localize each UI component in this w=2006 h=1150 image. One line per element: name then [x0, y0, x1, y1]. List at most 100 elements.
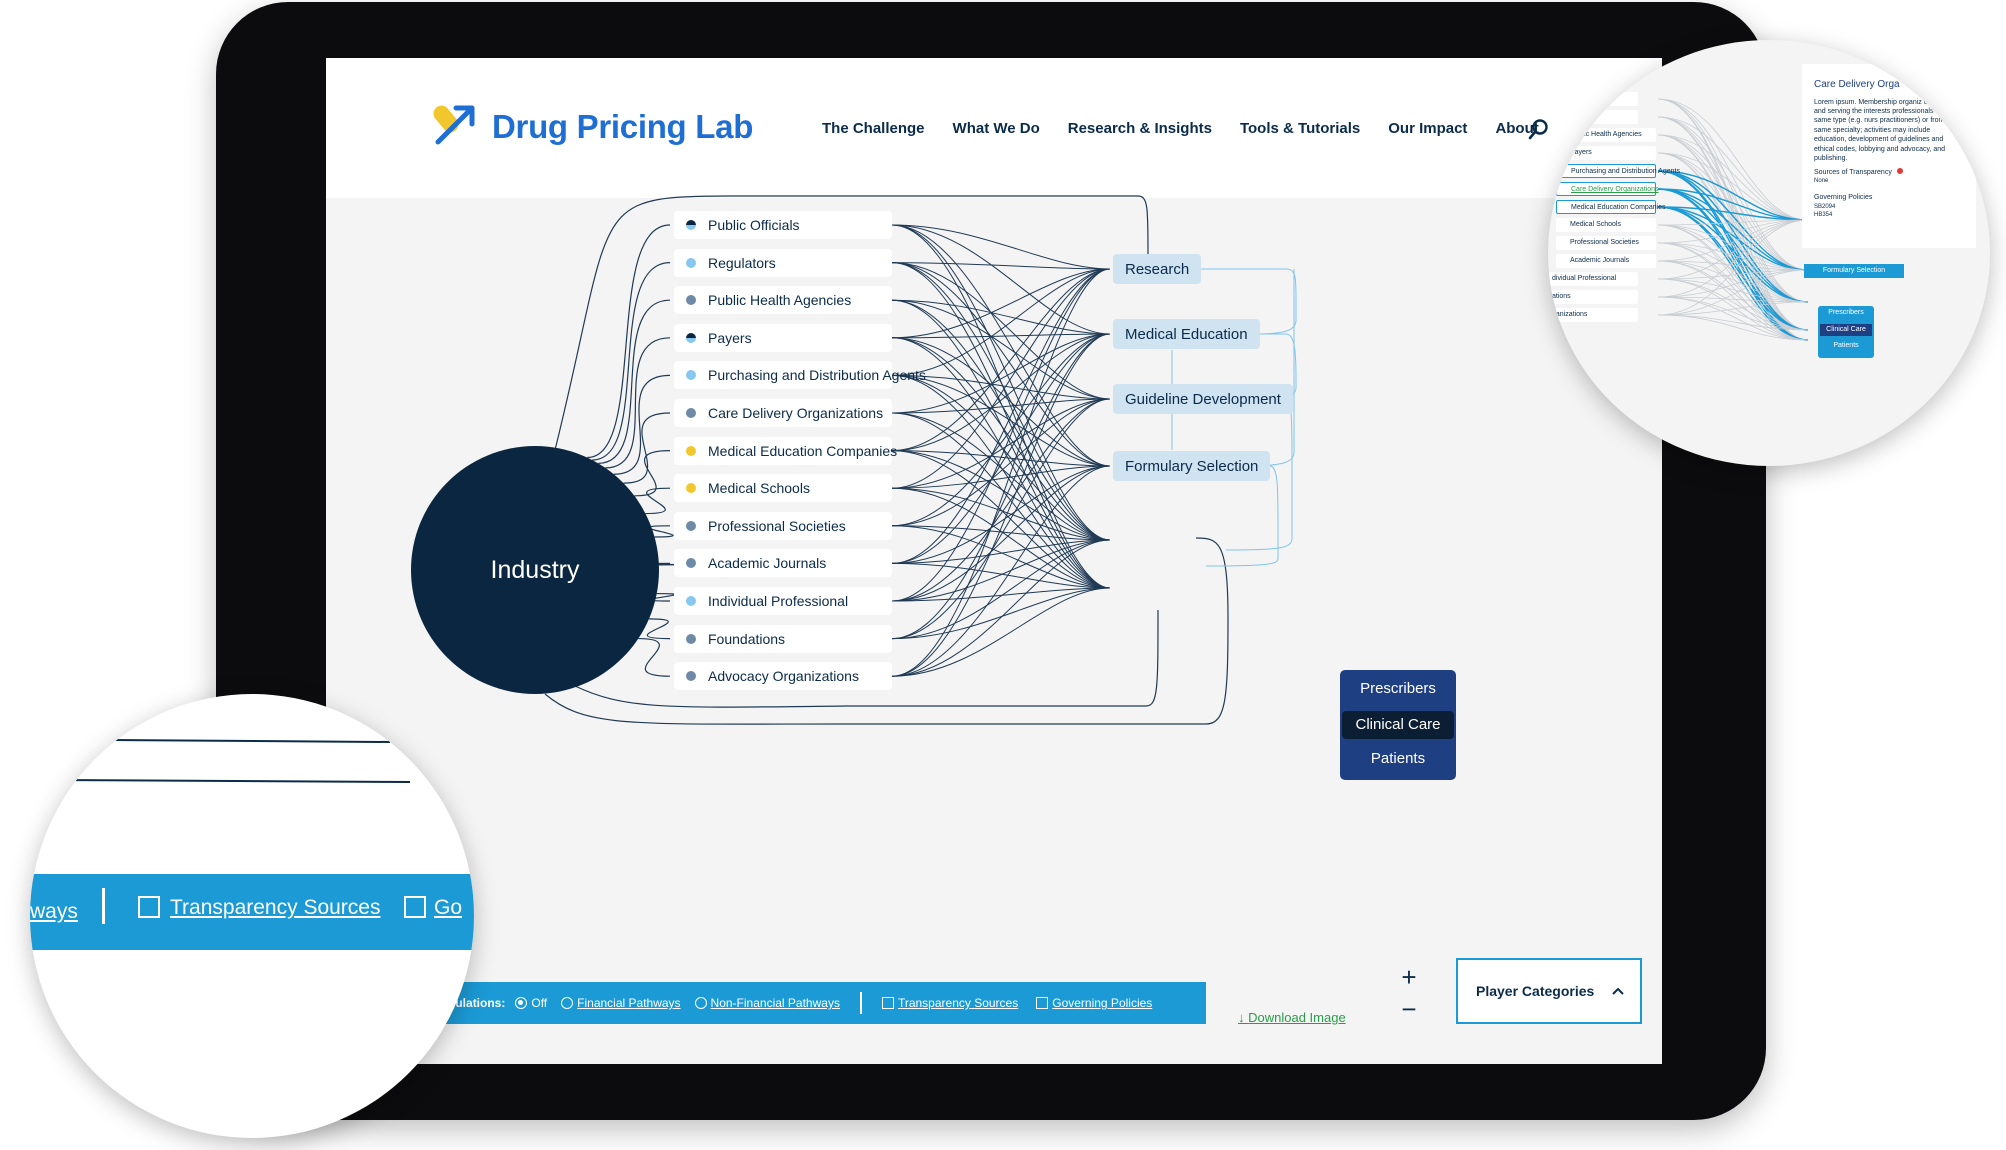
player-to-target-line: [891, 224, 1111, 335]
magnified-player-node[interactable]: Payers: [1556, 146, 1656, 160]
card-sources-value: None: [1814, 178, 1829, 184]
player-to-target-line: [891, 374, 1111, 541]
magnified-player-node[interactable]: gulators: [1548, 110, 1638, 124]
target-node[interactable]: Guideline Development: [1113, 384, 1293, 414]
player-node[interactable]: Medical Education Companies: [674, 436, 897, 465]
magnified-line: [1657, 224, 1809, 271]
player-to-target-line: [891, 268, 1111, 376]
category-dot-icon: [686, 558, 696, 569]
player-label: Purchasing and Distribution Agents: [708, 367, 926, 384]
logo-icon[interactable]: [432, 102, 478, 148]
target-node[interactable]: Research: [1113, 254, 1202, 284]
category-dot-icon: [686, 483, 696, 494]
industry-to-player-line: [592, 262, 671, 461]
nav-research-insights[interactable]: Research & Insights: [1067, 120, 1212, 137]
magnified-formulary[interactable]: Formulary Selection: [1804, 264, 1904, 278]
industry-to-player-line: [634, 450, 671, 497]
player-to-target-line: [891, 539, 1111, 640]
player-node[interactable]: Payers: [674, 323, 892, 352]
magnified-player-node[interactable]: Medical Schools: [1556, 218, 1656, 232]
governing-option[interactable]: Governing Policies: [1036, 996, 1152, 1010]
magnified-line: [1657, 224, 1809, 341]
category-dot-icon: [686, 257, 696, 268]
industry-to-research-line: [554, 195, 1149, 451]
magnified-line: [1657, 260, 1809, 303]
magnified-line: [1657, 134, 1809, 271]
radio-on-icon: [515, 997, 528, 1009]
player-label: Medical Education Companies: [708, 442, 898, 459]
player-to-target-line: [891, 268, 1111, 602]
magnified-player-node[interactable]: ations: [1548, 290, 1638, 304]
industry-to-prescribers-line: [544, 537, 1229, 725]
card-sources-label: Sources of Transparency: [1814, 168, 1892, 176]
industry-to-player-line: [638, 637, 671, 677]
magnified-player-node[interactable]: dividual Professional: [1548, 272, 1638, 286]
target-node[interactable]: Medical Education: [1113, 319, 1260, 349]
player-categories-button[interactable]: Player Categories: [1456, 958, 1642, 1024]
brand-name[interactable]: Drug Pricing Lab: [492, 108, 754, 145]
zoom-in-button[interactable]: +: [1401, 961, 1417, 992]
player-node[interactable]: Care Delivery Organizations: [674, 399, 892, 427]
magnifier-left: ways Transparency Sources Go: [30, 694, 474, 1138]
magnified-player-node[interactable]: Professional Societies: [1556, 236, 1656, 250]
magnified-ways-fragment[interactable]: ways: [30, 900, 78, 923]
magnified-player-node[interactable]: Purchasing and Distribution Agents: [1556, 164, 1680, 178]
magnified-line: [1657, 269, 1809, 280]
nav-our-impact[interactable]: Our Impact: [1388, 120, 1468, 137]
magnified-line: [1657, 314, 1809, 341]
card-policy[interactable]: SB2094: [1814, 203, 1836, 210]
radio-icon: [694, 997, 707, 1009]
clinical-care-box[interactable]: Prescribers Clinical Care Patients: [1340, 670, 1456, 780]
magnified-line: [1657, 260, 1809, 341]
player-node[interactable]: Individual Professional: [674, 587, 892, 615]
magnified-checkbox-icon[interactable]: [404, 896, 426, 918]
category-dot-icon: [686, 671, 696, 682]
industry-node[interactable]: Industry: [411, 446, 659, 694]
magnified-player-node[interactable]: Medical Education Companies: [1556, 200, 1666, 214]
magnified-checkbox-icon[interactable]: [138, 896, 160, 918]
player-to-target-line: [891, 398, 1111, 414]
financial-option[interactable]: Financial Pathways: [561, 996, 681, 1010]
player-label: Regulators: [708, 254, 776, 271]
player-node[interactable]: Academic Journals: [674, 549, 892, 578]
player-node[interactable]: Foundations: [674, 624, 892, 653]
magnified-care-box[interactable]: Prescribers Clinical Care Patients: [1818, 306, 1874, 358]
magnified-governing-fragment[interactable]: Go: [434, 896, 463, 919]
transparency-option[interactable]: Transparency Sources: [881, 996, 1018, 1010]
player-categories-label: Player Categories: [1476, 983, 1595, 999]
magnified-toolbar: ways Transparency Sources Go: [30, 874, 474, 950]
nav-the-challenge[interactable]: The Challenge: [822, 120, 925, 137]
search-icon[interactable]: [1528, 118, 1550, 140]
magnified-transparency-label[interactable]: Transparency Sources: [170, 896, 381, 919]
category-dot-icon: [686, 445, 696, 456]
zoom-out-button[interactable]: −: [1401, 993, 1417, 1024]
player-to-target-line: [891, 398, 1111, 489]
target-node[interactable]: Formulary Selection: [1113, 451, 1271, 481]
clinical-care-label[interactable]: Clinical Care: [1342, 711, 1454, 739]
player-to-target-line: [891, 268, 1111, 564]
download-image-link[interactable]: ↓ Download Image: [1238, 1010, 1346, 1025]
player-node[interactable]: Professional Societies: [674, 511, 892, 540]
magnified-player-node[interactable]: Care Delivery Organizations: [1556, 182, 1659, 196]
player-node[interactable]: Regulators: [674, 248, 892, 277]
magnified-player-node[interactable]: Public Health Agencies: [1556, 128, 1656, 142]
player-node[interactable]: Public Health Agencies: [674, 286, 892, 315]
magnified-player-node[interactable]: Academic Journals: [1556, 254, 1656, 268]
nav-about[interactable]: About: [1495, 120, 1539, 137]
nav-tools-tutorials[interactable]: Tools & Tutorials: [1239, 120, 1361, 137]
industry-label: Industry: [490, 555, 580, 584]
prescribers-label[interactable]: Prescribers: [1360, 680, 1436, 697]
magnified-player-node[interactable]: ganizations: [1548, 308, 1638, 322]
player-node[interactable]: Advocacy Organizations: [674, 662, 892, 691]
player-node[interactable]: Public Officials: [674, 211, 892, 239]
player-node[interactable]: Purchasing and Distribution Agents: [674, 361, 926, 390]
off-option[interactable]: Off: [515, 996, 547, 1010]
patients-label[interactable]: Patients: [1370, 750, 1426, 767]
card-policy[interactable]: HB354: [1814, 211, 1833, 218]
magnified-player-node[interactable]: Officials: [1548, 92, 1638, 106]
player-node[interactable]: Medical Schools: [674, 474, 892, 503]
player-label: Advocacy Organizations: [708, 668, 859, 685]
nav-what-we-do[interactable]: What We Do: [952, 120, 1040, 137]
nonfinancial-option[interactable]: Non-Financial Pathways: [694, 996, 840, 1010]
player-label: Payers: [708, 329, 752, 346]
